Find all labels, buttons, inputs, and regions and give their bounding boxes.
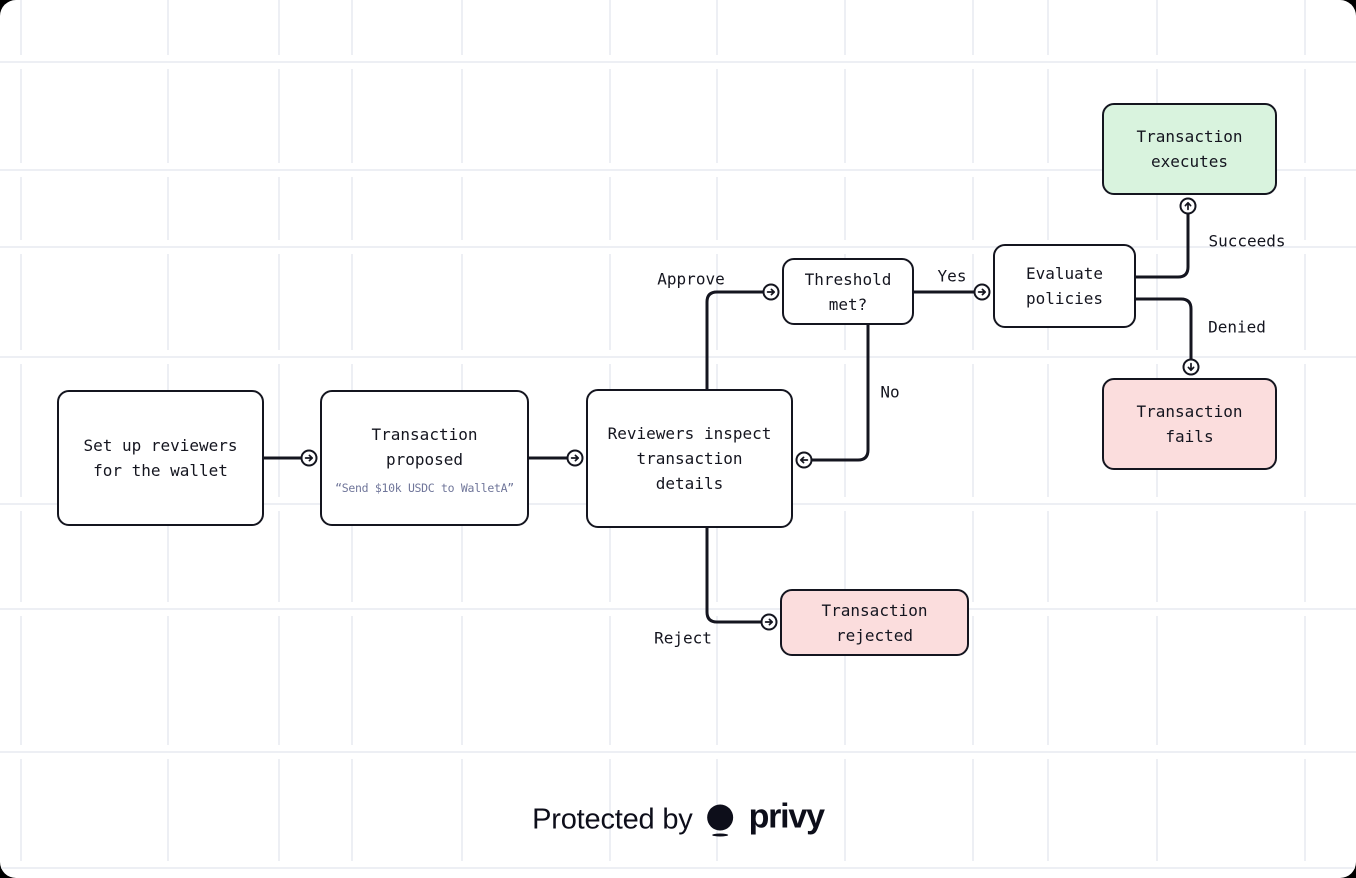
arrowhead-right-icon (973, 283, 991, 301)
edge-succeeds (1134, 212, 1190, 279)
node-transaction-executes: Transaction executes (1102, 103, 1277, 195)
privy-wordmark: privy (748, 797, 825, 836)
node-reviewers-inspect: Reviewers inspect transaction details (586, 389, 793, 528)
edge-denied (1134, 297, 1193, 361)
node-label: Evaluate policies (1025, 264, 1104, 308)
privy-logo-icon (707, 804, 735, 836)
edge-label-no: No (880, 382, 900, 402)
arrowhead-down-icon (1182, 358, 1200, 376)
node-subtitle: “Send $10k USDC to WalletA” (335, 480, 514, 495)
node-transaction-fails: Transaction fails (1102, 378, 1277, 470)
node-setup-reviewers: Set up reviewers for the wallet (57, 390, 264, 526)
node-evaluate-policies: Evaluate policies (993, 244, 1136, 328)
node-transaction-proposed: Transaction proposed “Send $10k USDC to … (320, 390, 529, 526)
privy-logo-chin (712, 833, 729, 836)
node-label: Transaction executes (1136, 127, 1243, 171)
arrowhead-right-icon (762, 283, 780, 301)
node-transaction-rejected: Transaction rejected (780, 589, 969, 656)
edge-label-reject: Reject (654, 628, 712, 648)
arrowhead-right-icon (760, 613, 778, 631)
node-label: Transaction rejected (821, 600, 928, 645)
node-label: Set up reviewers for the wallet (83, 436, 238, 480)
arrowhead-up-icon (1179, 197, 1197, 215)
edge-label-succeeds: Succeeds (1208, 231, 1286, 251)
arrowhead-right-icon (566, 449, 584, 467)
edge-reject (705, 526, 763, 624)
footer-branding: Protected by privy (532, 797, 825, 840)
edge-approve (705, 290, 765, 391)
edge-no (810, 323, 870, 462)
edge-label-denied: Denied (1208, 317, 1266, 337)
privy-logo-ball (707, 804, 734, 830)
node-threshold-met: Threshold met? (782, 258, 914, 325)
arrowhead-right-icon (300, 449, 318, 467)
node-label: Transaction fails (1136, 402, 1243, 446)
node-label: Reviewers inspect transaction details (607, 424, 772, 493)
edge-label-yes: Yes (937, 266, 967, 286)
node-label: Threshold met? (804, 269, 892, 314)
arrowhead-left-icon (795, 451, 813, 469)
node-label: Transaction proposed (371, 424, 478, 469)
protected-by-text: Protected by (532, 803, 693, 836)
edge-label-approve: Approve (657, 269, 725, 289)
